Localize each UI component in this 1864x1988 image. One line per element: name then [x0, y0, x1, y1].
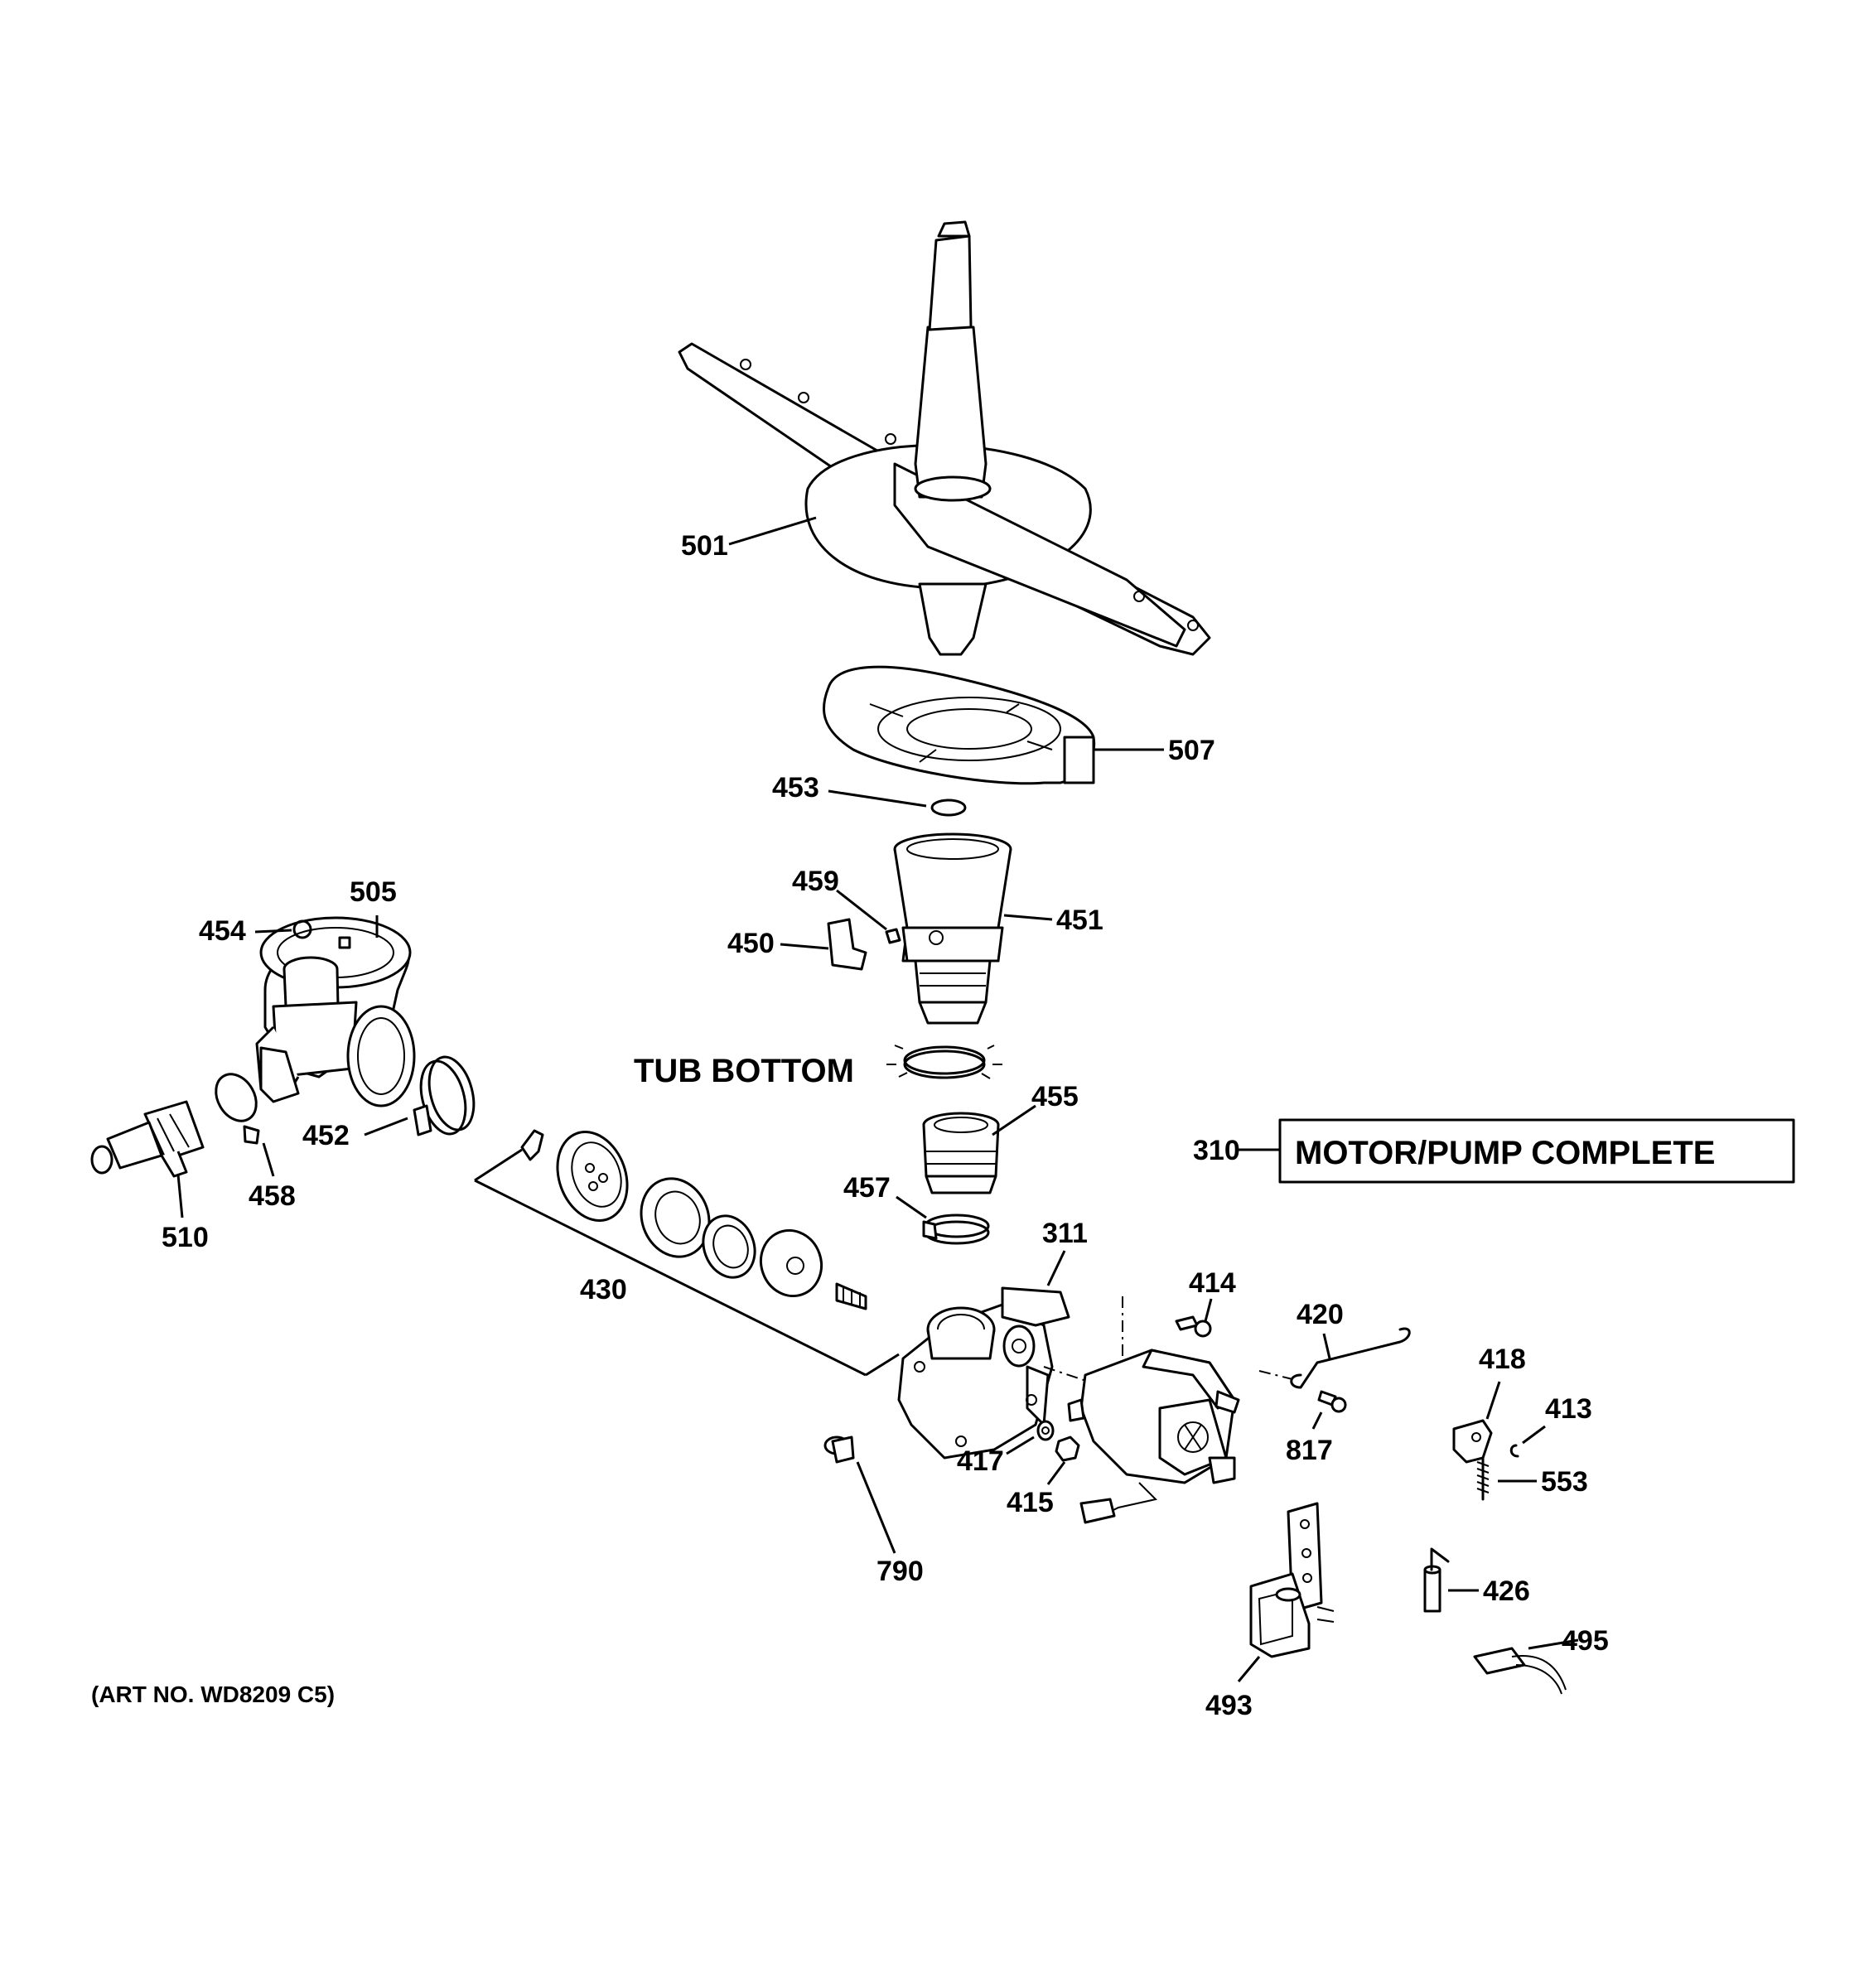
label-817: 817 [1286, 1435, 1333, 1466]
clamp-457[interactable] [896, 1195, 990, 1245]
label-453: 453 [772, 772, 819, 803]
tub-bottom-label: TUB BOTTOM [634, 1053, 854, 1089]
label-451: 451 [1056, 905, 1103, 936]
valve-510[interactable] [90, 1100, 205, 1218]
screw-414[interactable] [1175, 1298, 1213, 1338]
filter-cover-507[interactable] [823, 665, 1164, 785]
sump-505[interactable] [255, 915, 416, 1107]
label-311: 311 [1042, 1218, 1088, 1249]
label-413: 413 [1545, 1393, 1592, 1425]
label-426: 426 [1483, 1575, 1530, 1607]
label-553: 553 [1541, 1466, 1588, 1498]
wire-420[interactable] [1258, 1327, 1411, 1389]
label-458: 458 [249, 1180, 296, 1212]
label-495: 495 [1562, 1625, 1609, 1657]
label-310: 310 [1193, 1135, 1240, 1166]
harness-495[interactable] [1473, 1638, 1579, 1695]
screw-817[interactable] [1311, 1390, 1347, 1430]
label-457: 457 [843, 1172, 891, 1204]
label-414: 414 [1189, 1267, 1236, 1299]
label-459: 459 [792, 866, 839, 897]
nut-415[interactable] [1046, 1436, 1080, 1485]
art-number: (ART NO. WD8209 C5) [91, 1682, 335, 1707]
o-ring-453[interactable] [828, 789, 967, 817]
boot-455[interactable] [922, 1104, 1036, 1194]
ring-454[interactable] [254, 919, 312, 939]
label-454: 454 [199, 915, 246, 947]
label-510: 510 [162, 1222, 209, 1253]
label-501: 501 [681, 530, 728, 562]
clamp-452[interactable] [364, 1052, 481, 1139]
label-430: 430 [580, 1274, 627, 1305]
impeller-kit-430[interactable] [474, 1122, 900, 1377]
clip-790[interactable] [823, 1436, 896, 1554]
motor-pump-complete-label: MOTOR/PUMP COMPLETE [1295, 1135, 1715, 1171]
label-455: 455 [1031, 1081, 1079, 1112]
tub-gasket[interactable] [886, 1045, 1002, 1079]
motor[interactable] [1043, 1296, 1240, 1524]
label-417: 417 [957, 1445, 1004, 1477]
label-507: 507 [1168, 735, 1215, 766]
label-452: 452 [302, 1120, 350, 1151]
label-418: 418 [1479, 1344, 1526, 1375]
label-450: 450 [727, 928, 775, 959]
latch-418[interactable] [1452, 1381, 1501, 1464]
clip-413[interactable] [1509, 1425, 1546, 1458]
motor-pump-complete-310[interactable]: MOTOR/PUMP COMPLETE [1236, 1118, 1795, 1184]
spray-arm-501[interactable] [678, 220, 1211, 656]
solenoid-493[interactable] [1237, 1502, 1335, 1682]
plunger-426[interactable] [1423, 1547, 1479, 1613]
washer-417[interactable] [1006, 1420, 1055, 1455]
screw-459[interactable] [836, 889, 901, 944]
housing-451[interactable] [893, 832, 1053, 1025]
label-505: 505 [350, 876, 397, 908]
label-420: 420 [1297, 1299, 1344, 1330]
clamp-458[interactable] [208, 1067, 275, 1177]
pump-311[interactable] [897, 1250, 1070, 1460]
label-790: 790 [876, 1556, 924, 1587]
label-493: 493 [1205, 1690, 1253, 1721]
bracket-450[interactable] [780, 918, 867, 971]
label-415: 415 [1007, 1487, 1054, 1518]
spring-553[interactable] [1476, 1456, 1537, 1501]
